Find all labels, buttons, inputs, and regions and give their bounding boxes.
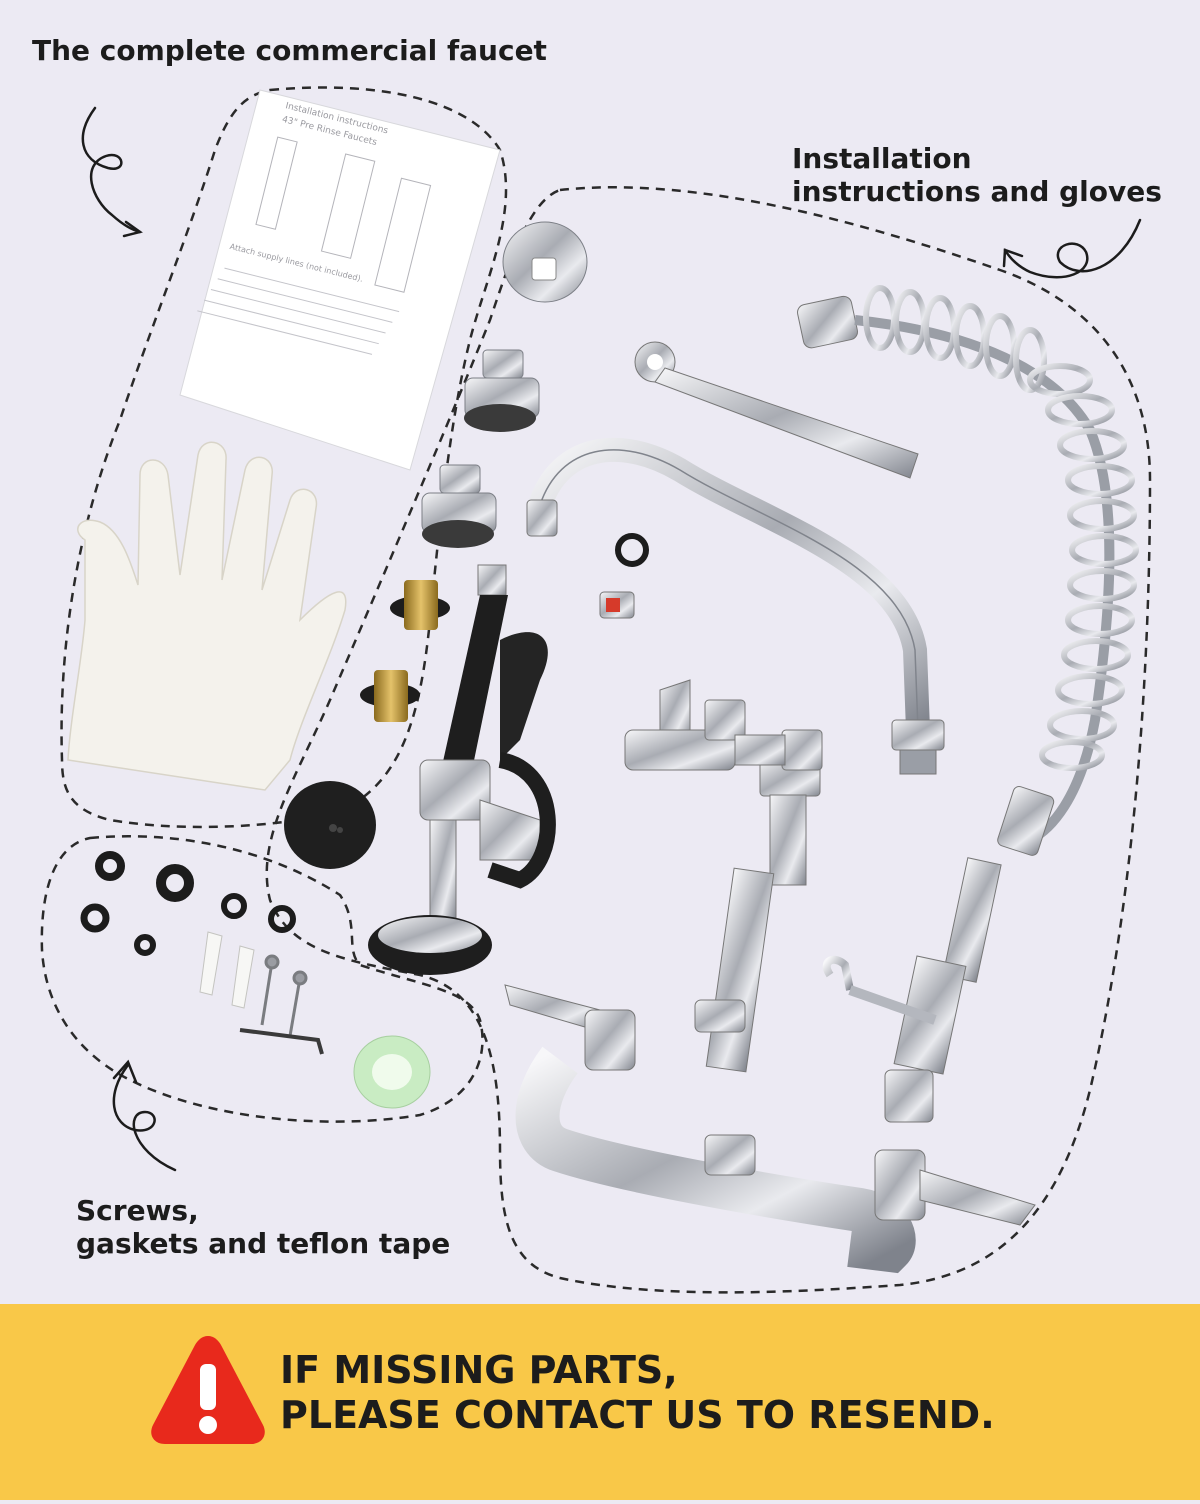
teflon-tape xyxy=(353,1035,431,1109)
rubber-bumper xyxy=(284,781,376,869)
glove xyxy=(67,441,347,791)
wall-anchors xyxy=(199,931,255,1009)
swing-spout xyxy=(526,437,945,775)
add-on-faucet-valve xyxy=(624,679,823,1073)
gasket xyxy=(156,864,194,902)
curly-arrow-icon xyxy=(81,106,143,238)
banner-line-2: PLEASE CONTACT US TO RESEND. xyxy=(280,1392,995,1437)
aerator xyxy=(599,591,635,619)
label-complete-faucet: The complete commercial faucet xyxy=(32,34,547,67)
gasket xyxy=(134,934,156,956)
instruction-sheet: Installation instructions 43" Pre Rinse … xyxy=(179,89,501,471)
warning-icon xyxy=(151,1336,265,1444)
outline-faucet-group xyxy=(60,86,508,829)
spring-hose xyxy=(797,285,1139,856)
gasket xyxy=(268,905,296,933)
gasket-set xyxy=(80,851,296,956)
curly-arrow-icon xyxy=(1002,218,1142,279)
screws xyxy=(260,954,308,1037)
gasket xyxy=(95,851,125,881)
brass-adapter xyxy=(360,670,420,722)
outline-install-group xyxy=(265,186,1152,1294)
gasket xyxy=(80,903,110,933)
supply-nut xyxy=(464,349,540,432)
supply-nut xyxy=(421,464,497,548)
banner-line-1: IF MISSING PARTS, xyxy=(280,1348,678,1392)
hex-key xyxy=(239,1028,324,1055)
label-screws-gaskets: Screws, gaskets and teflon tape xyxy=(76,1194,451,1261)
gasket xyxy=(221,893,247,919)
pre-rinse-arm xyxy=(634,341,919,479)
curly-arrow-icon xyxy=(112,1059,177,1172)
missing-parts-message: IF MISSING PARTS, PLEASE CONTACT US TO R… xyxy=(280,1348,995,1438)
brass-adapter xyxy=(390,580,450,630)
wall-flange xyxy=(502,221,588,303)
wall-mount-base xyxy=(504,984,1036,1274)
spray-valve xyxy=(368,564,556,975)
riser-with-hook xyxy=(822,857,1002,1123)
o-ring xyxy=(615,533,649,567)
outline-screws-group xyxy=(40,835,484,1123)
label-installation-instructions: Installation instructions and gloves xyxy=(792,142,1162,209)
